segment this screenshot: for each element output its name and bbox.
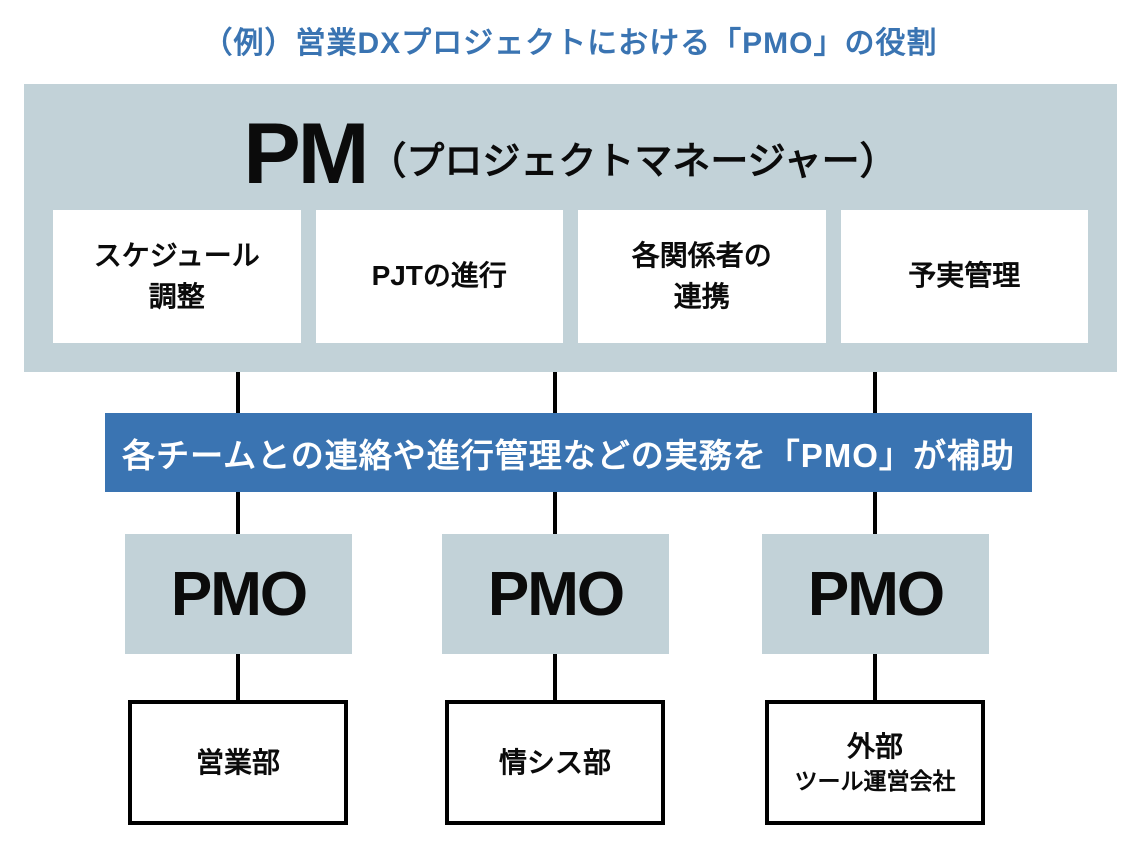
connector-line bbox=[873, 372, 877, 413]
connector-line bbox=[553, 492, 557, 534]
pmo-label: PMO bbox=[807, 559, 945, 629]
team-label: 情シス部 bbox=[498, 746, 611, 778]
pm-section: PM （プロジェクトマネージャー） スケジュール 調整 PJTの進行 各関係者の… bbox=[24, 84, 1117, 372]
pmo-node-external: PMO bbox=[762, 534, 989, 654]
connector-line bbox=[873, 654, 877, 700]
task-label: 各関係者の bbox=[631, 239, 772, 271]
task-label: PJTの進行 bbox=[371, 260, 507, 292]
task-label: 予実管理 bbox=[908, 260, 1021, 292]
connector-line bbox=[873, 492, 877, 534]
team-label: 営業部 bbox=[195, 746, 280, 778]
page-title: （例）営業DXプロジェクトにおける「PMO」の役割 bbox=[202, 27, 938, 60]
task-label: 連携 bbox=[673, 280, 730, 312]
task-box-budget-management: 予実管理 bbox=[840, 210, 1088, 343]
pmo-label: PMO bbox=[487, 559, 625, 629]
connector-line bbox=[553, 654, 557, 700]
pm-heading-main: PM bbox=[243, 106, 369, 202]
task-box-schedule: スケジュール 調整 bbox=[53, 210, 301, 343]
task-label: 調整 bbox=[148, 280, 205, 312]
connector-line bbox=[236, 492, 240, 534]
team-box-external-tool-vendor: 外部 ツール運営会社 bbox=[765, 700, 985, 825]
task-box-stakeholder-coordination: 各関係者の 連携 bbox=[578, 210, 826, 343]
pmo-label: PMO bbox=[170, 559, 308, 629]
pmo-node-sales: PMO bbox=[125, 534, 352, 654]
team-label: 外部 bbox=[846, 731, 903, 763]
team-box-infosys-dept: 情シス部 bbox=[445, 700, 665, 825]
team-sublabel: ツール運営会社 bbox=[794, 767, 956, 794]
task-box-pjt-progress: PJTの進行 bbox=[315, 210, 563, 343]
pmo-support-banner: 各チームとの連絡や進行管理などの実務を「PMO」が補助 bbox=[105, 413, 1032, 492]
pm-heading: PM （プロジェクトマネージャー） bbox=[24, 98, 1117, 210]
pmo-node-infosys: PMO bbox=[442, 534, 669, 654]
connector-line bbox=[236, 654, 240, 700]
team-box-sales-dept: 営業部 bbox=[128, 700, 348, 825]
pm-heading-sub: （プロジェクトマネージャー） bbox=[368, 140, 898, 183]
connector-line bbox=[236, 372, 240, 413]
banner-label: 各チームとの連絡や進行管理などの実務を「PMO」が補助 bbox=[122, 436, 1015, 474]
pm-task-row: スケジュール 調整 PJTの進行 各関係者の 連携 予実管理 bbox=[53, 210, 1088, 343]
connector-line bbox=[553, 372, 557, 413]
task-label: スケジュール bbox=[93, 239, 260, 271]
